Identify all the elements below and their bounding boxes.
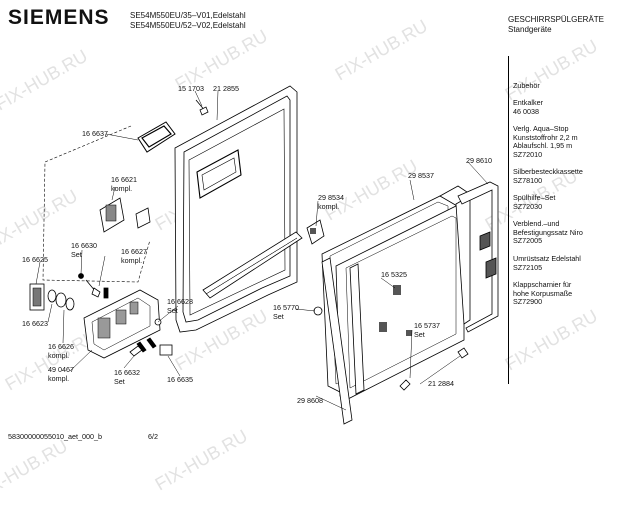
part-label: 29 8537 [408,171,434,180]
part-label: Set [114,377,125,386]
part-label: 16 6625 [22,255,48,264]
part-label: 16 6621 [111,175,137,184]
part-label: 16 6630 [71,241,97,250]
accessory-item: Verblend.–und Befestigungssatz Niro SZ72… [513,219,583,246]
brand-logo: SIEMENS [8,6,110,29]
part-label: 16 6637 [82,129,108,138]
accessory-item: Silberbesteckkassette SZ78100 [513,167,583,185]
part-label: 16 5770 [273,303,299,312]
part-label: 21 2855 [213,84,239,93]
model-line-2: SE54M550EU/52–V02,Edelstahl [130,21,246,30]
part-label: 16 6632 [114,368,140,377]
accessory-item: Umrüstsatz Edelstahl SZ72105 [513,254,581,272]
page-number: 6/2 [148,432,158,441]
part-label: kompl. [318,202,340,211]
bracket-part [99,197,151,233]
part-label: 16 6635 [167,375,193,384]
category-title: GESCHIRRSPÜLGERÄTE [508,15,605,24]
part-label: Set [273,312,284,321]
exploded-parts-drawing [29,85,499,425]
leader-lines [35,90,489,411]
clip-parts [313,285,469,391]
model-line-1: SE54M550EU/35–V01,Edelstahl [130,11,246,20]
part-label: kompl. [48,374,70,383]
part-label: Set [167,306,178,315]
part-label: 16 6628 [167,297,193,306]
outer-door-panel [321,185,471,401]
inner-door-panel [174,85,303,333]
hinge-part [306,219,325,245]
part-label: 16 6623 [22,319,48,328]
decor-frame-part [457,181,499,333]
part-label: Set [71,250,82,259]
part-label: 16 5737 [414,321,440,330]
accessory-item: Entkalker 46 0038 [513,98,543,116]
part-label: 29 8610 [466,156,492,165]
part-label: 16 6627 [121,247,147,256]
part-label: 49 0467 [48,365,74,374]
part-label: 21 2884 [428,379,454,388]
part-label: 15 1703 [178,84,204,93]
accessories-panel: Zubehör Entkalker 46 0038 Verlg. Aqua–St… [508,56,636,384]
part-label: Set [414,330,425,339]
part-label: 16 5325 [381,270,407,279]
subcategory-title: Standgeräte [508,25,552,34]
accessory-item: Verlg. Aqua–Stop Kunststoffrohr 2,2 m Ab… [513,124,578,159]
seal-frame-part [137,121,176,153]
part-label: 29 8608 [297,396,323,405]
part-label: kompl. [48,351,70,360]
accessory-item: Zubehör [513,81,540,90]
part-label: 16 6626 [48,342,74,351]
control-unit-part [83,289,161,359]
document-id: 58300000055010_aet_000_b [8,432,102,441]
spring-parts [129,318,173,357]
trim-strip-part [321,257,365,425]
part-label: kompl. [111,184,133,193]
part-label: 29 8534 [318,193,344,202]
accessory-item: Spülhilfe–Set SZ72030 [513,193,556,211]
knob-assembly-part [29,273,109,311]
screw-part [195,99,209,116]
accessory-item: Klappscharnier für hohe Korpusmaße SZ729… [513,280,573,307]
dashed-group-outline [42,125,151,283]
part-label: kompl. [121,256,143,265]
